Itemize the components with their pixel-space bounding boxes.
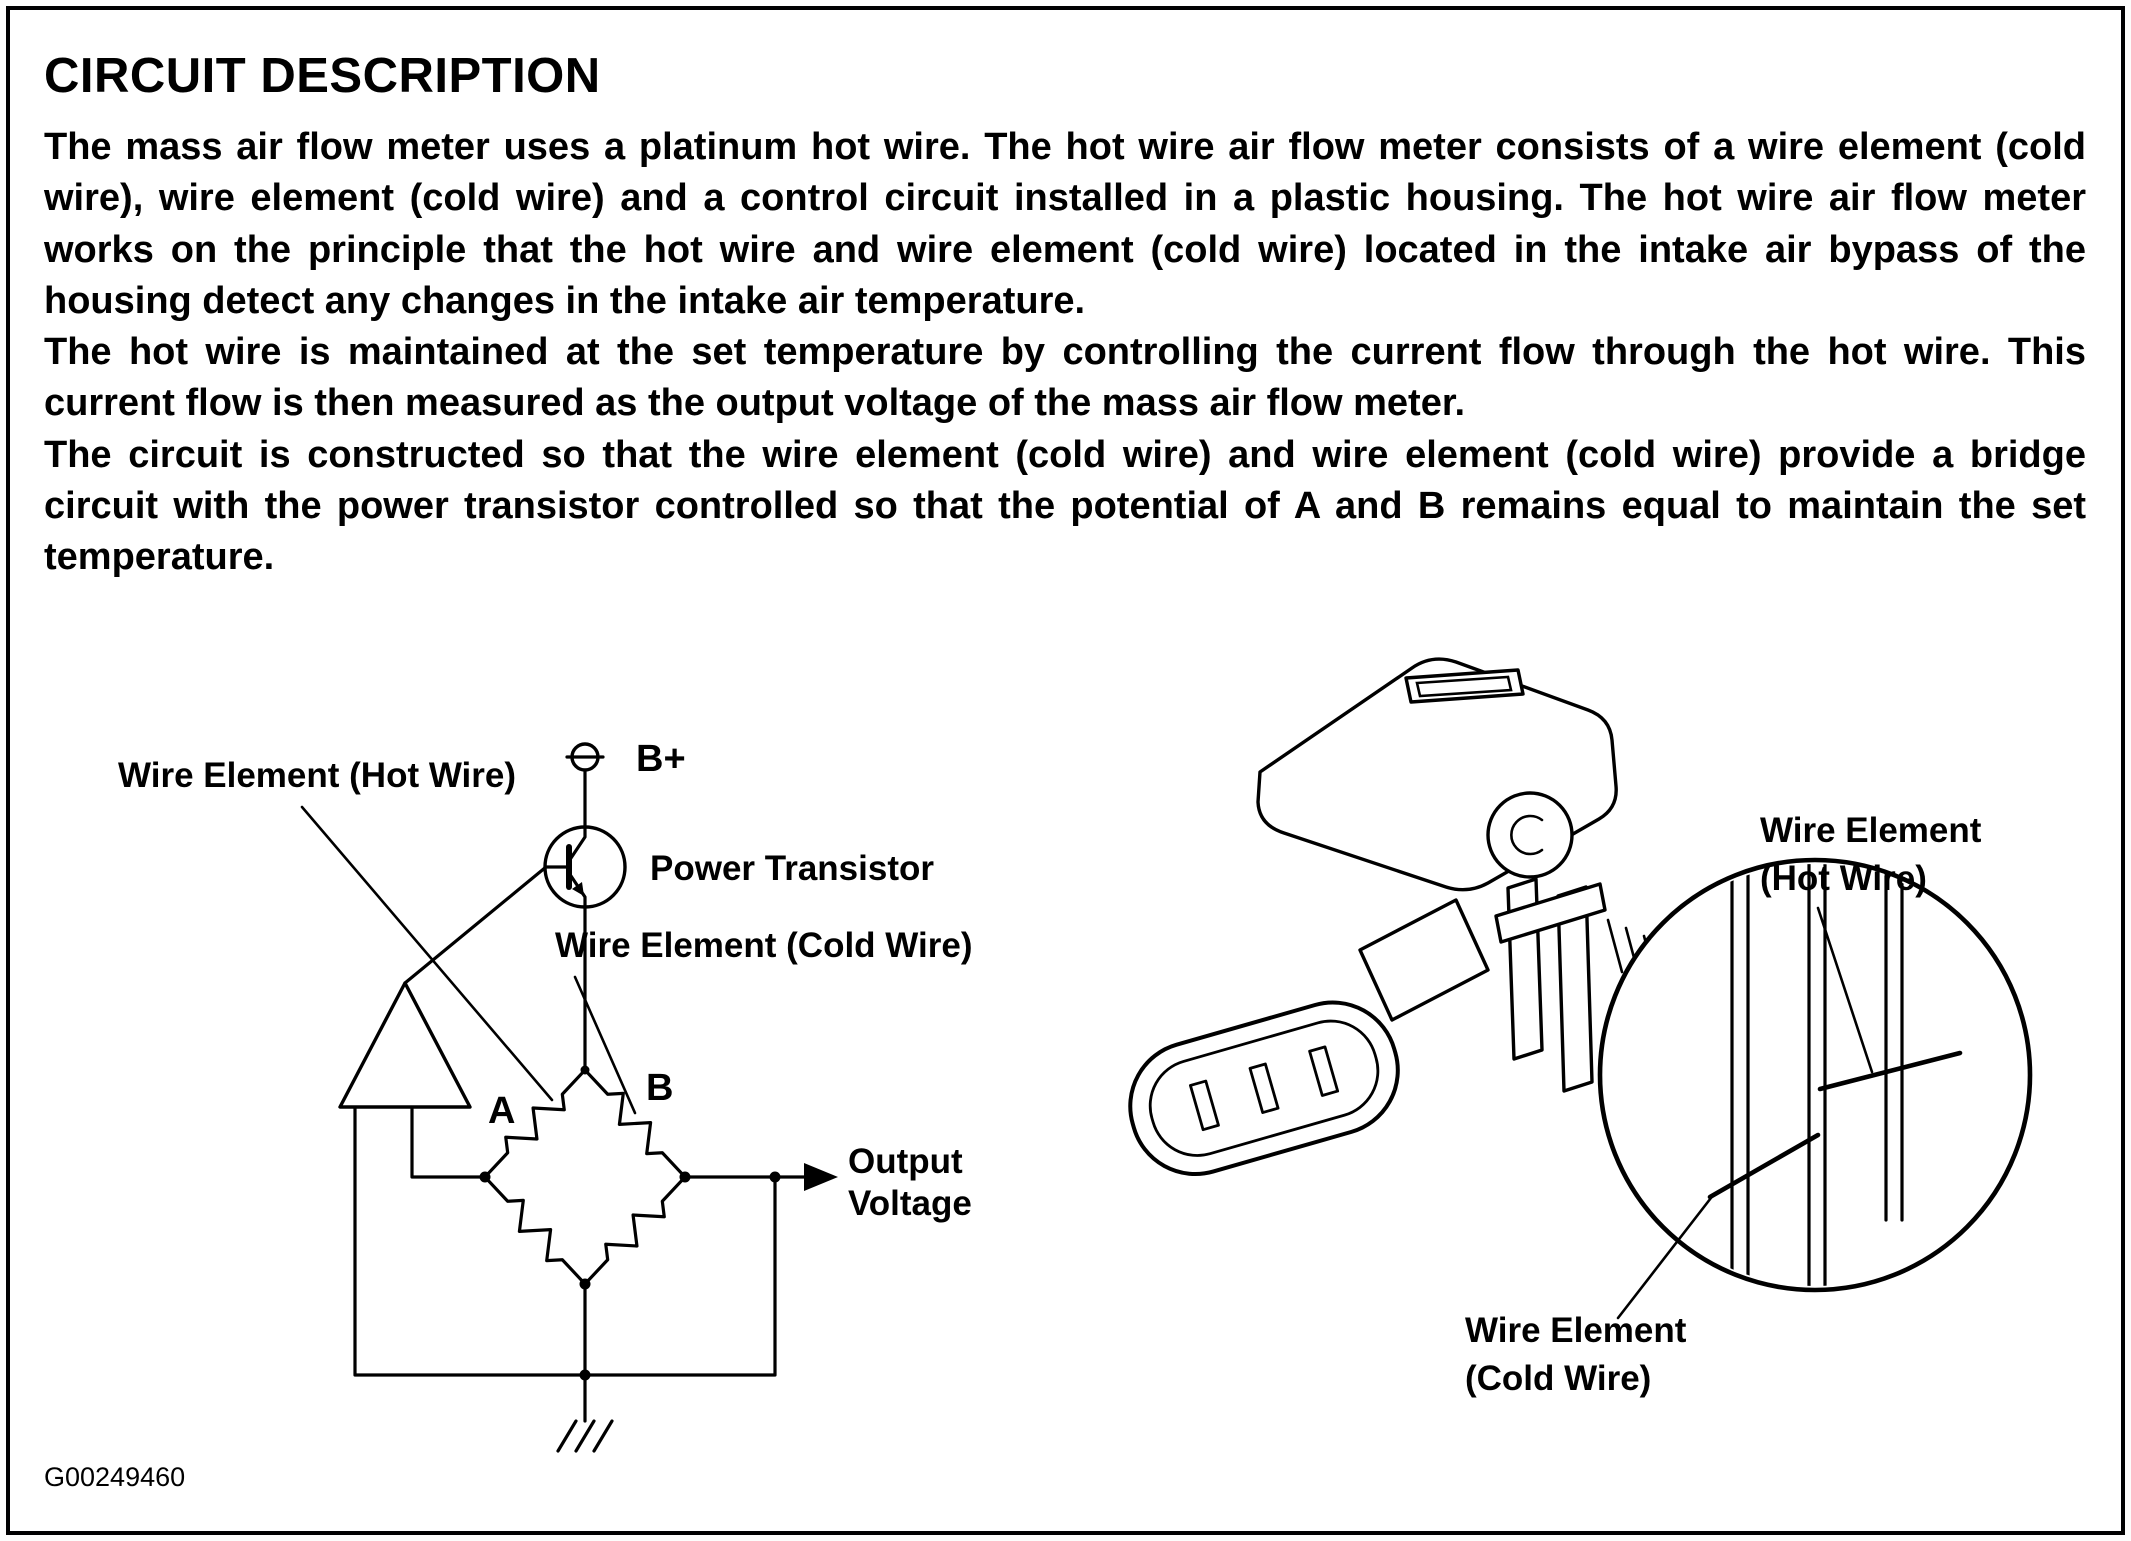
connector-pin [1248,1062,1280,1114]
sensor-hot-wire-label-line1: Wire Element [1760,811,1982,850]
junction-dots [479,1065,781,1381]
circuit-diagram: Wire Element (Hot Wire) B+ Power Transis… [118,738,972,1453]
housing-boss [1486,791,1574,879]
magnified-view [1707,864,1963,1286]
magnifier-circle [1597,857,2033,1293]
support-pins [1730,864,1904,1286]
bridge-node-wires [353,1105,808,1423]
base-wire [403,865,571,985]
b-plus-label: B+ [636,738,686,780]
power-transistor-symbol [403,825,627,985]
paragraph-3: The circuit is constructed so that the w… [44,433,2086,579]
cold-wire-leader-line [1616,1192,1716,1320]
ground-symbol [556,1419,614,1453]
page-title: CIRCUIT DESCRIPTION [44,49,601,103]
bridge-resistor [474,1167,596,1294]
output-label-line2: Voltage [848,1184,972,1223]
cold-wire-element [1707,1132,1821,1200]
node-b-label: B [646,1067,673,1109]
cold-wire-label: Wire Element (Cold Wire) [555,926,972,965]
hot-wire-leader-line [300,805,554,1102]
sensor-illustration: Wire Element (Hot Wire) Wire Element (Co… [1128,657,2033,1398]
feedback-loop-wire [353,1105,777,1377]
hot-wire-label: Wire Element (Hot Wire) [118,756,516,795]
connector-pin [1308,1045,1340,1097]
sensor-hot-wire-label-line2: (Hot Wire) [1760,859,1927,898]
sensor-cold-wire-label-line1: Wire Element [1465,1311,1687,1350]
node-a-label: A [488,1090,515,1132]
description-text: The mass air flow meter uses a platinum … [44,122,2086,584]
connector-collar [1358,898,1490,1022]
bridge-resistor-cold-wire [574,1060,696,1187]
housing-slot [1404,668,1525,704]
op-amp-symbol [338,981,472,1109]
connector [1128,1000,1400,1177]
paragraph-1: The mass air flow meter uses a platinum … [44,126,2086,322]
b-plus-terminal-icon [565,742,605,772]
output-label-line1: Output [848,1142,963,1181]
power-transistor-label: Power Transistor [650,849,934,888]
connector-pin [1189,1079,1220,1132]
figure-id: G00249460 [44,1462,186,1492]
paragraph-2: The hot wire is maintained at the set te… [44,331,2086,425]
output-arrow [804,1163,838,1191]
hot-wire-leader-line [1816,906,1874,1074]
hot-wire-element [1817,1050,1963,1092]
bridge-resistor [574,1167,696,1294]
mounting-bracket [1494,877,1607,1093]
sensor-cold-wire-label-line2: (Cold Wire) [1465,1359,1651,1398]
